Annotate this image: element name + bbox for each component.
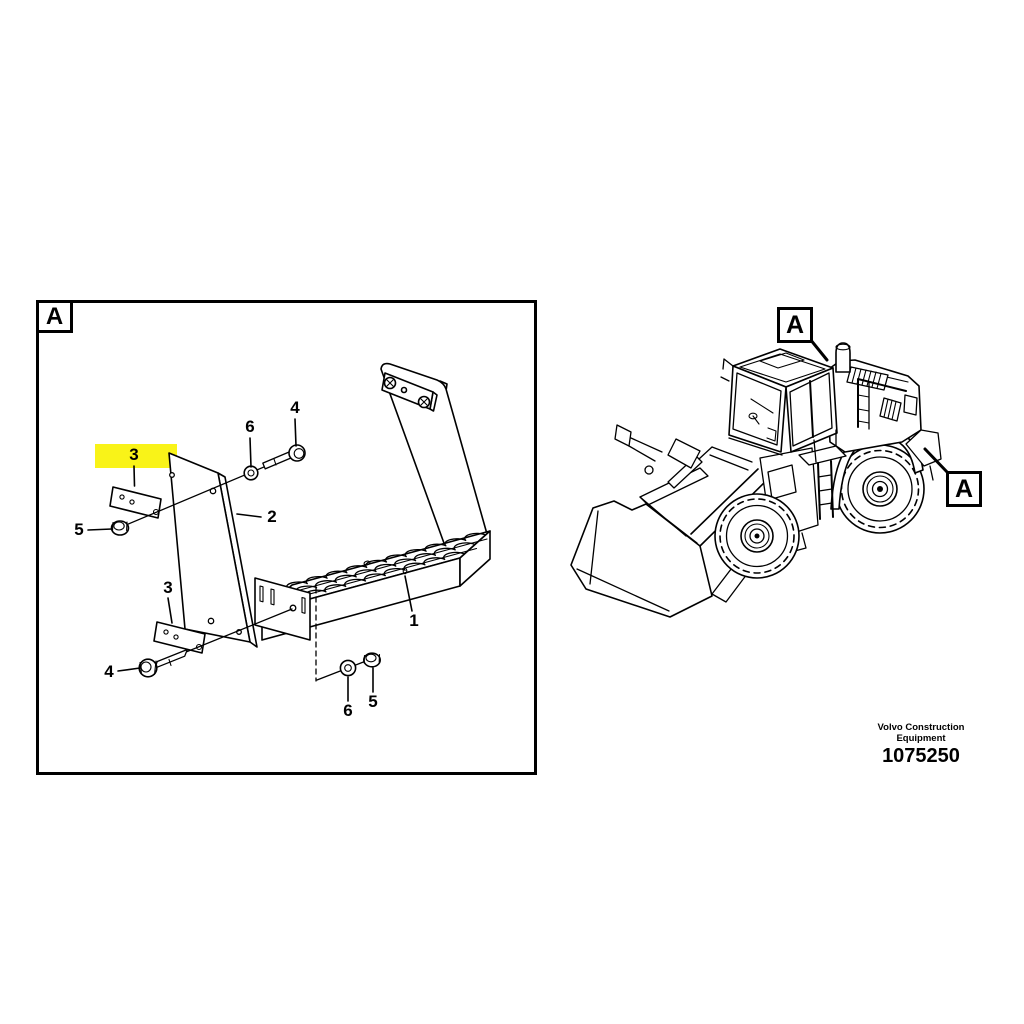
assembly-axis-lines [125,455,367,681]
location-label-rear-text: A [954,474,974,503]
washer-upper [243,465,259,481]
location-label-cab-text: A [785,310,805,339]
flange-nut-lower [362,652,381,668]
step-arm [380,362,488,558]
bolt-lower [138,648,188,678]
brand-name-line1: Volvo Construction [877,722,965,733]
callout-3-lower[interactable]: 3 [163,578,173,597]
loader-lift-linkage [614,424,771,547]
bolt-upper [262,444,306,470]
step-tread [261,530,491,641]
callout-6-upper[interactable]: 6 [245,417,255,436]
callout-5-lower[interactable]: 5 [368,692,378,711]
loader-boarding-ladder [798,429,847,520]
detail-view-label: A [36,300,73,333]
loader-cab [720,348,838,456]
washer-lower [339,659,357,677]
loader-hood-handrail [857,378,907,430]
callout-leaders [87,418,413,702]
flange-nut-upper [110,520,130,536]
shim-plate-upper [109,486,162,519]
detail-view-label-text: A [45,302,64,330]
part-number: 1075250 [882,745,960,767]
callout-4-upper[interactable]: 4 [290,398,300,417]
location-label-cab: A [777,307,813,343]
callout-4-lower[interactable]: 4 [104,662,114,681]
wheel-loader-illustration [570,337,950,618]
callout-6-lower[interactable]: 6 [343,701,353,720]
exploded-step-diagram [87,362,491,702]
callout-3-upper-highlighted[interactable]: 3 [129,445,139,464]
location-label-rear: A [946,471,982,507]
loader-exhaust-stack [835,342,851,373]
bracket-plate [168,452,258,648]
shim-plate-lower [153,621,206,654]
footer-block: Volvo Construction Equipment 1075250 [856,722,986,768]
loader-front-wheel [714,493,800,579]
brand-name-line2: Equipment [896,733,946,744]
callout-1[interactable]: 1 [409,611,419,630]
callout-5-upper[interactable]: 5 [74,520,84,539]
part-3-highlight [95,444,177,468]
callout-2[interactable]: 2 [267,507,277,526]
loader-bucket [570,500,713,618]
